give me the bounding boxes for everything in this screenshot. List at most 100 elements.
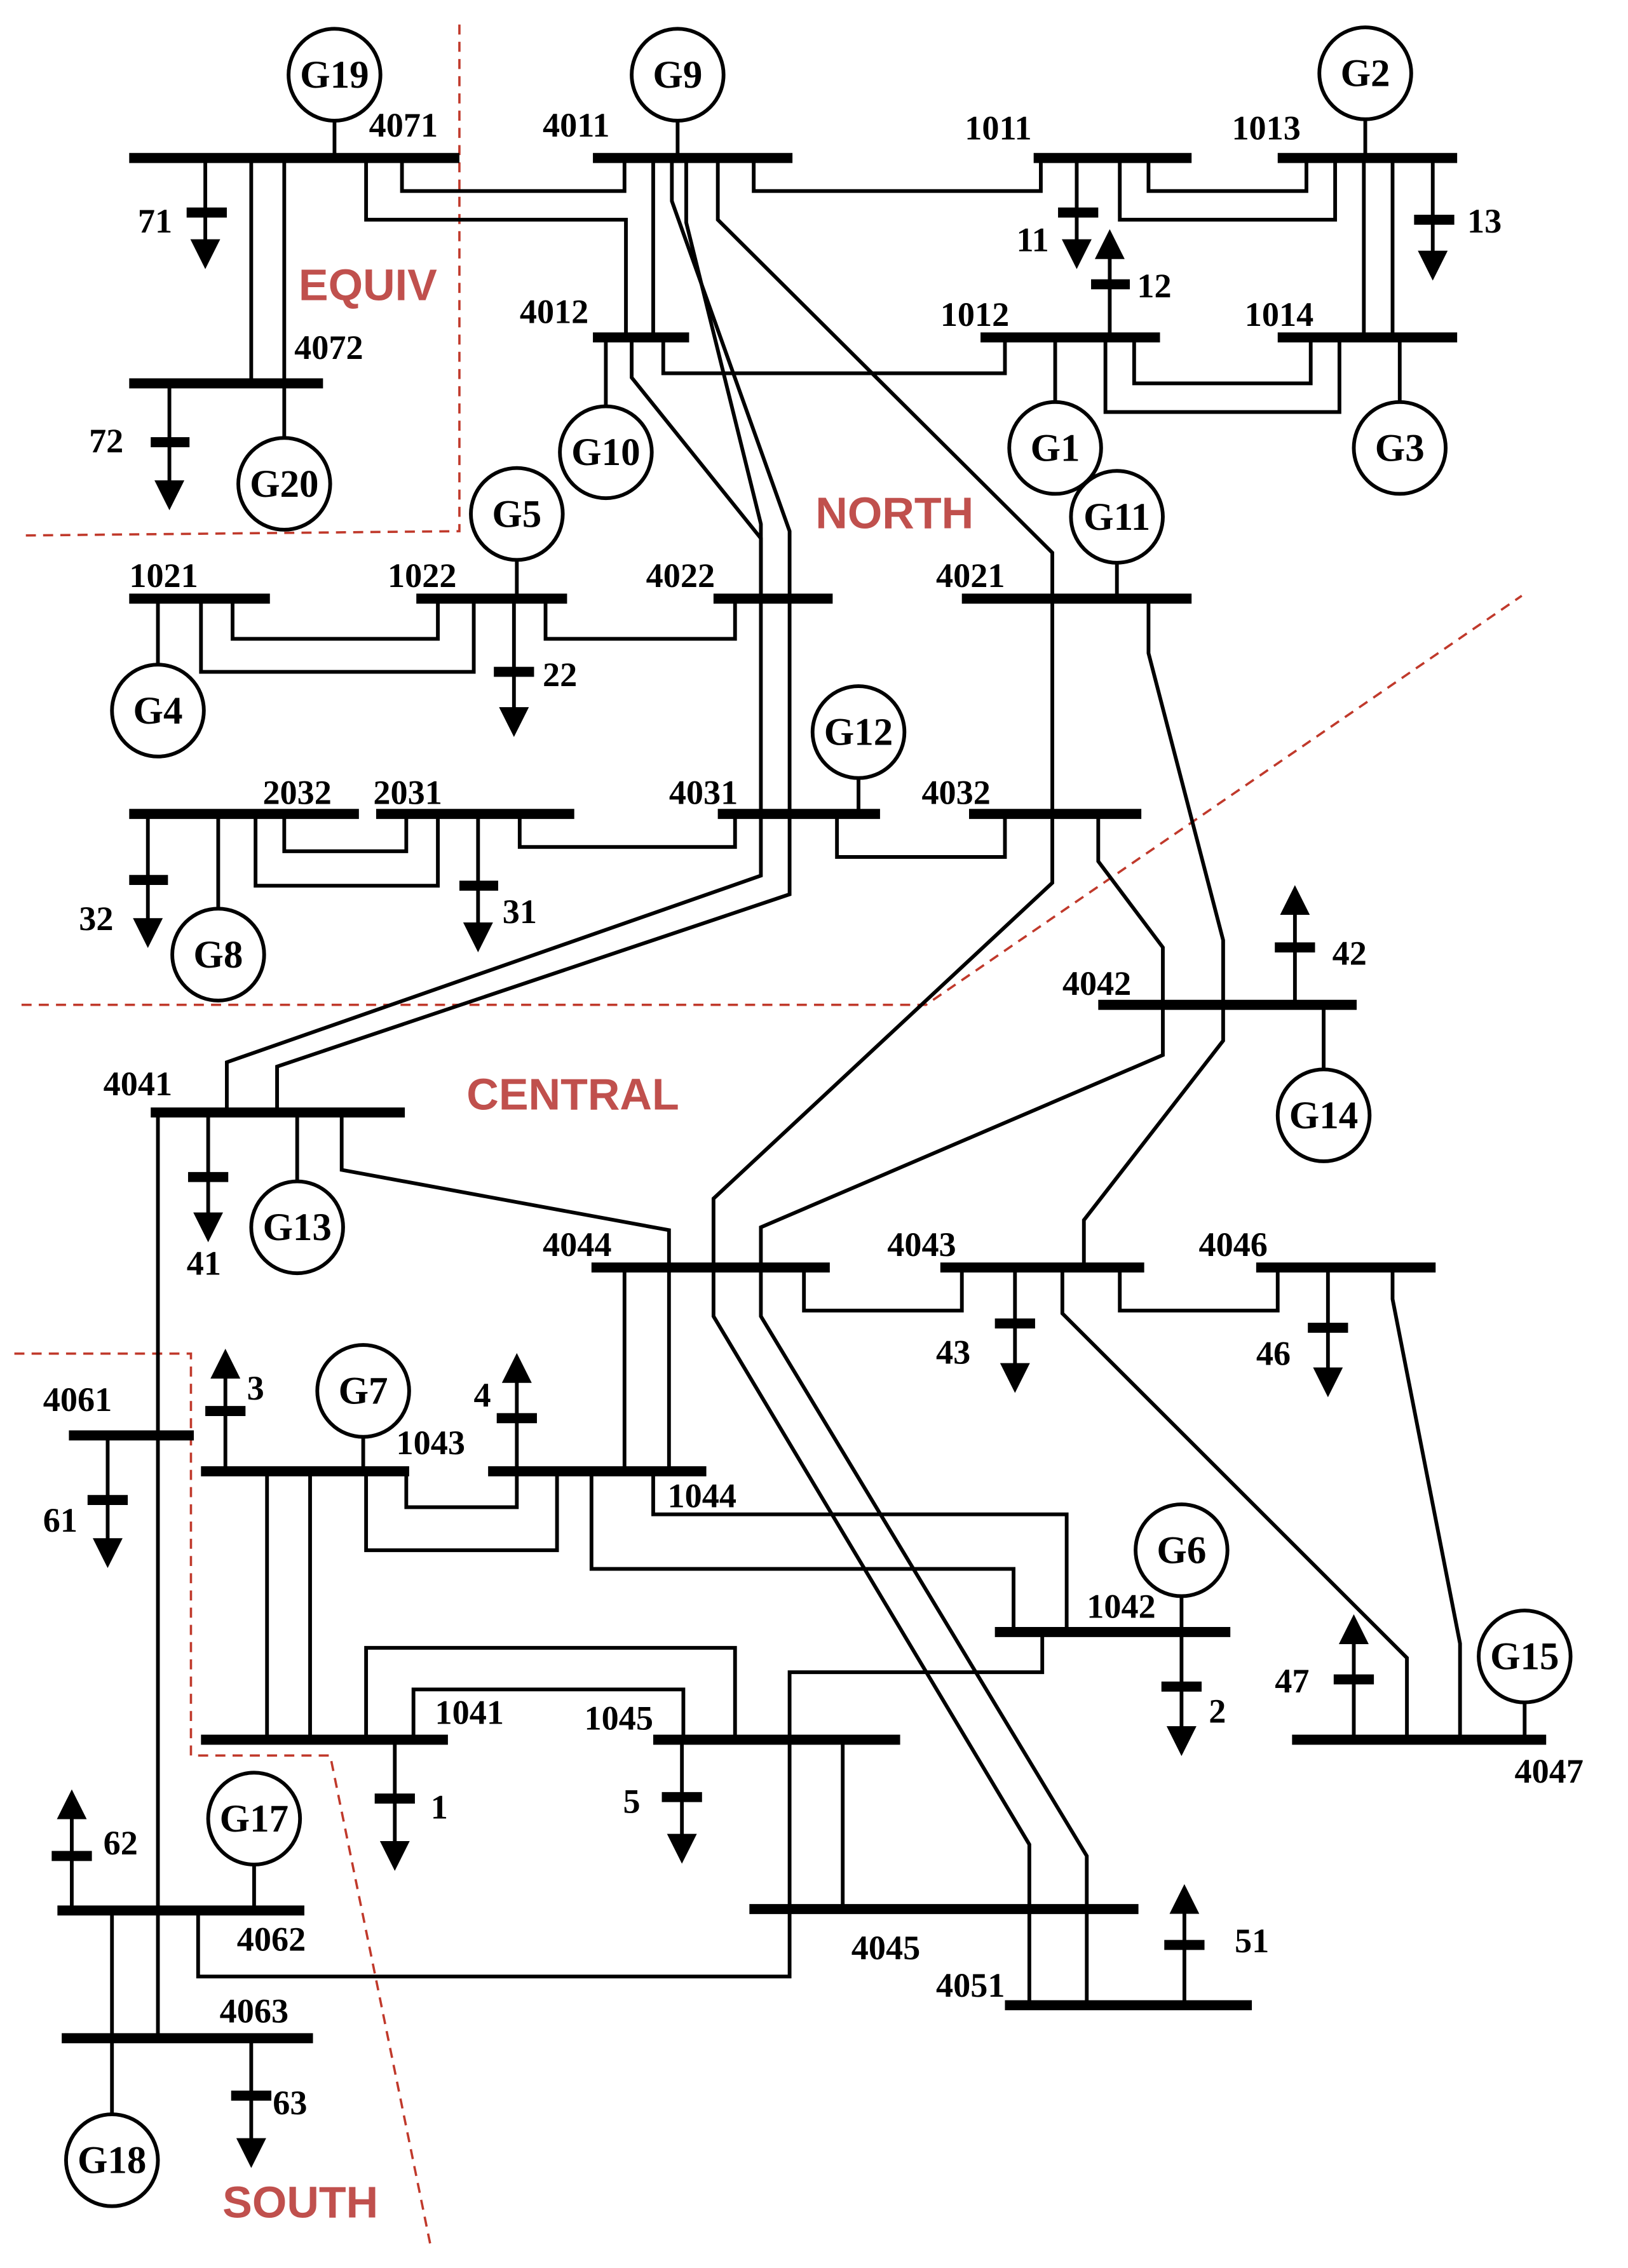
svg-text:4041: 4041 — [104, 1065, 172, 1103]
generator-g10: G10 — [558, 337, 654, 501]
generator-g18: G18 — [64, 2038, 160, 2208]
svg-text:G12: G12 — [824, 712, 893, 754]
svg-text:G18: G18 — [78, 2140, 146, 2182]
svg-text:5: 5 — [623, 1783, 641, 1821]
svg-text:71: 71 — [138, 202, 172, 240]
svg-text:1013: 1013 — [1231, 109, 1300, 147]
svg-text:1043: 1043 — [397, 1424, 465, 1462]
load-11 — [1058, 158, 1099, 269]
svg-text:1014: 1014 — [1245, 295, 1313, 334]
svg-text:4062: 4062 — [237, 1920, 306, 1959]
svg-text:4012: 4012 — [520, 293, 588, 331]
generator-g11: G11 — [1069, 469, 1165, 599]
svg-text:1041: 1041 — [435, 1694, 504, 1732]
load-72 — [151, 383, 190, 511]
svg-text:G1: G1 — [1031, 427, 1080, 469]
svg-text:43: 43 — [936, 1333, 970, 1371]
svg-text:4: 4 — [474, 1376, 491, 1414]
svg-text:1011: 1011 — [965, 109, 1031, 147]
load-47 — [1333, 1614, 1374, 1740]
svg-text:4011: 4011 — [543, 106, 609, 144]
region-label-north: NORTH — [815, 489, 973, 538]
svg-text:4021: 4021 — [936, 557, 1005, 595]
svg-text:G19: G19 — [300, 54, 369, 97]
generator-g5: G5 — [469, 466, 565, 599]
load-63 — [231, 2038, 271, 2168]
svg-text:3: 3 — [247, 1369, 264, 1407]
svg-text:4063: 4063 — [220, 1992, 288, 2030]
generator-g15: G15 — [1477, 1609, 1573, 1740]
load-32 — [129, 814, 168, 948]
load-13 — [1414, 158, 1455, 281]
generator-g4: G4 — [110, 598, 206, 759]
generator-g3: G3 — [1352, 337, 1448, 496]
svg-text:4031: 4031 — [669, 773, 738, 811]
svg-text:4022: 4022 — [646, 557, 715, 595]
svg-text:1: 1 — [431, 1788, 448, 1826]
svg-text:42: 42 — [1333, 934, 1367, 972]
svg-text:63: 63 — [273, 2084, 307, 2122]
svg-text:G20: G20 — [250, 463, 318, 506]
load-61 — [87, 1435, 128, 1569]
transmission-lines — [110, 158, 1462, 2039]
region-labels: EQUIV NORTH CENTRAL SOUTH — [222, 260, 973, 2227]
generator-g6: G6 — [1134, 1502, 1230, 1632]
svg-text:4045: 4045 — [851, 1929, 920, 1967]
region-label-south: SOUTH — [222, 2178, 378, 2227]
generator-g12: G12 — [810, 684, 907, 814]
load-4 — [496, 1353, 537, 1471]
generator-g17: G17 — [206, 1771, 302, 1911]
area-boundaries — [14, 24, 1523, 2247]
generator-g7: G7 — [315, 1343, 411, 1471]
svg-text:G7: G7 — [339, 1370, 388, 1413]
load-41 — [187, 1112, 229, 1243]
buses — [57, 152, 1547, 2044]
svg-text:G9: G9 — [653, 54, 702, 97]
svg-text:G13: G13 — [262, 1206, 331, 1249]
bus-labels: 4071 4011 1011 1013 4012 1012 1014 4072 … — [43, 106, 1584, 2030]
svg-text:G11: G11 — [1083, 496, 1150, 539]
generator-g2: G2 — [1317, 25, 1413, 158]
load-51 — [1164, 1884, 1205, 2006]
loads — [51, 158, 1455, 2168]
load-46 — [1308, 1267, 1348, 1398]
svg-text:1045: 1045 — [585, 1699, 653, 1738]
svg-text:4047: 4047 — [1515, 1752, 1584, 1790]
svg-text:13: 13 — [1467, 202, 1502, 240]
region-label-equiv: EQUIV — [299, 260, 437, 309]
svg-text:62: 62 — [104, 1824, 138, 1862]
svg-text:1042: 1042 — [1087, 1587, 1155, 1625]
region-label-central: CENTRAL — [466, 1070, 679, 1119]
load-43 — [994, 1267, 1035, 1393]
generator-g8: G8 — [170, 814, 266, 1002]
load-5 — [661, 1739, 702, 1864]
svg-text:4046: 4046 — [1198, 1225, 1267, 1264]
generator-g13: G13 — [249, 1112, 345, 1276]
generator-g9: G9 — [630, 27, 726, 158]
svg-text:32: 32 — [79, 900, 113, 938]
svg-text:47: 47 — [1275, 1662, 1309, 1700]
svg-text:G14: G14 — [1289, 1095, 1358, 1137]
svg-text:4071: 4071 — [369, 106, 438, 144]
generator-g14: G14 — [1275, 1004, 1372, 1163]
svg-text:G5: G5 — [492, 493, 541, 536]
svg-text:G4: G4 — [133, 690, 183, 732]
generators: G19 G9 G2 G10 G1 G3 G20 G5 G11 G4 G12 G8… — [64, 25, 1573, 2208]
svg-text:51: 51 — [1235, 1922, 1269, 1960]
svg-text:41: 41 — [187, 1244, 221, 1282]
load-3 — [205, 1348, 246, 1471]
svg-text:4051: 4051 — [936, 1966, 1005, 2004]
svg-text:1022: 1022 — [388, 557, 456, 595]
svg-text:1021: 1021 — [129, 557, 198, 595]
svg-text:4061: 4061 — [43, 1380, 112, 1419]
svg-text:2032: 2032 — [262, 773, 331, 811]
svg-text:11: 11 — [1017, 221, 1049, 259]
svg-text:G2: G2 — [1341, 53, 1390, 95]
svg-text:2: 2 — [1209, 1692, 1226, 1730]
svg-text:1044: 1044 — [668, 1476, 736, 1515]
svg-text:31: 31 — [503, 893, 537, 931]
svg-text:G3: G3 — [1375, 427, 1425, 469]
svg-text:G10: G10 — [571, 431, 640, 474]
svg-text:61: 61 — [43, 1501, 78, 1539]
